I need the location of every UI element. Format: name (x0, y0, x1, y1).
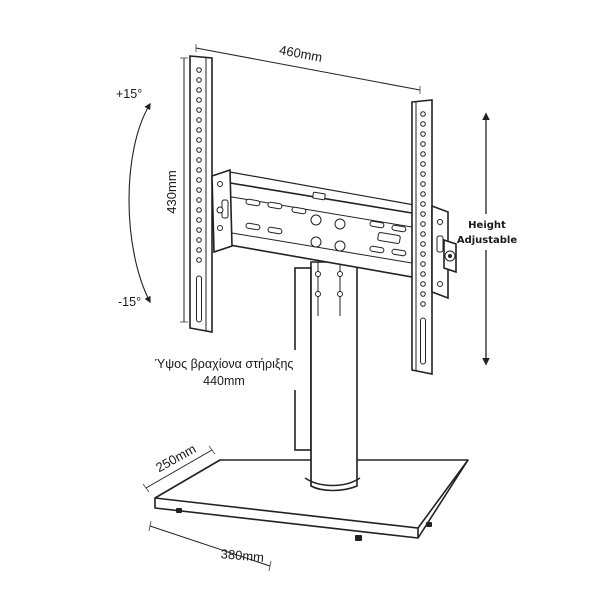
left-rail-holes (196, 67, 202, 323)
base-width-dimension: 380mm (148, 520, 272, 572)
base-plate (154, 459, 469, 541)
plate-slots (245, 198, 407, 257)
height-adjustable-line1: Height (468, 220, 506, 231)
tilt-arc-icon (128, 102, 151, 304)
right-rail (411, 99, 457, 375)
width-dimension: 460mm (195, 42, 421, 94)
base-width-label: 380mm (220, 546, 265, 565)
base-depth-label: 250mm (153, 441, 198, 475)
left-rail (189, 55, 213, 333)
height-adjustable-line2: Adjustable (457, 235, 518, 246)
right-rail-holes (420, 111, 426, 365)
central-column (294, 261, 361, 492)
arm-height-label: Ύψος βραχίονα στήριξης (155, 357, 294, 371)
arm-height-annotation: Ύψος βραχίονα στήριξης 440mm (150, 350, 298, 390)
tilt-up-label: +15° (116, 87, 142, 101)
height-dimension: 430mm (164, 57, 188, 323)
tilt-down-label: -15° (118, 295, 141, 309)
arm-height-value: 440mm (203, 374, 245, 388)
height-label: 430mm (164, 170, 179, 213)
plate-holes (310, 214, 346, 252)
width-label: 460mm (278, 42, 323, 65)
height-adjustable-indicator: Height Adjustable (457, 112, 518, 366)
tilt-indicator: +15° -15° (116, 87, 151, 309)
mounting-plate (211, 168, 421, 279)
